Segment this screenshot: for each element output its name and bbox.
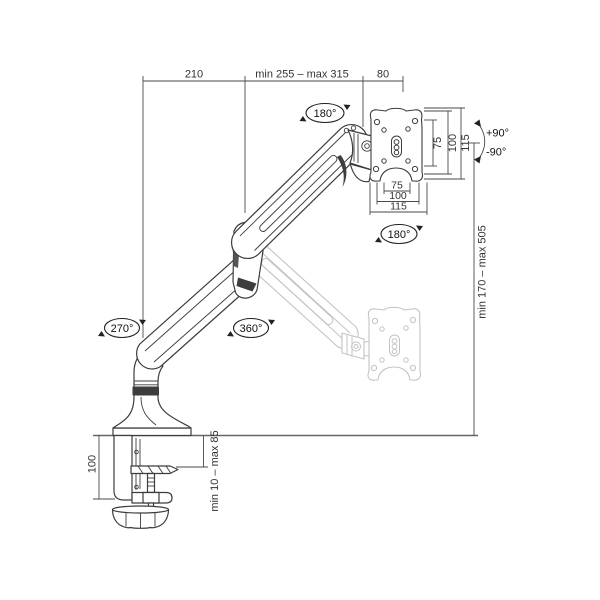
tilt-arrow-up-icon <box>474 119 481 127</box>
dim-head-offset-label: 80 <box>377 69 389 81</box>
base-column <box>112 348 192 429</box>
rotate-arrow-icon <box>227 331 234 337</box>
rotate-arrow-icon <box>98 331 105 337</box>
vesa-plate <box>369 107 424 182</box>
rotation-180-vesa-label: 180° <box>388 229 411 241</box>
rotation-badge-base: 270° <box>98 317 146 339</box>
rotation-badge-mid: 360° <box>227 317 275 339</box>
height-range-label: min 170 – max 505 <box>477 225 489 319</box>
height-range-dimension: min 170 – max 505 <box>468 142 489 436</box>
clamp-grip-label: min 10 – max 85 <box>209 430 221 511</box>
ghost-arm <box>231 231 422 381</box>
rotate-arrow-icon <box>343 104 351 110</box>
rotation-360-label: 360° <box>240 323 263 335</box>
rotation-badge-top: 180° <box>299 102 351 124</box>
rotation-180-top-label: 180° <box>314 108 337 120</box>
vesa-dim-75-horizontal: 75 <box>391 180 403 192</box>
rotate-arrow-icon <box>299 116 307 122</box>
vesa-vertical-dimensions: 75 100 115 <box>424 107 472 180</box>
rotation-badge-vesa: 180° <box>375 223 423 245</box>
vesa-dim-100-horizontal: 100 <box>389 190 407 202</box>
vesa-dim-115-horizontal: 115 <box>390 201 407 213</box>
ghost-vesa-plate <box>367 306 422 381</box>
upper-arm <box>230 123 369 260</box>
desk-clamp <box>111 427 192 529</box>
clamp-depth-label: 100 <box>87 455 99 473</box>
vesa-dim-115-vertical: 115 <box>460 134 472 152</box>
head-hinge <box>337 125 373 187</box>
vesa-dim-75-vertical: 75 <box>432 137 444 149</box>
vesa-horizontal-dimensions: 75 100 115 <box>369 180 428 215</box>
rotate-arrow-icon <box>416 225 423 231</box>
top-dimensions: 210 min 255 – max 315 80 <box>142 69 404 338</box>
rotate-arrow-icon <box>375 237 382 243</box>
clamp-knob <box>111 505 170 529</box>
dim-arm-reach-label: min 255 – max 315 <box>255 69 349 81</box>
rotation-270-label: 270° <box>111 323 134 335</box>
clamp-dimensions: 100 min 10 – max 85 <box>87 430 222 511</box>
clamp-pad <box>130 465 179 475</box>
dim-base-offset-label: 210 <box>185 69 203 81</box>
rotate-arrow-icon <box>268 319 275 325</box>
tilt-minus-90-label: -90° <box>486 147 506 159</box>
tilt-plus-90-label: +90° <box>486 128 509 140</box>
vesa-dim-100-vertical: 100 <box>447 134 459 152</box>
rotate-arrow-icon <box>139 319 146 325</box>
tilt-indicator: +90° -90° <box>474 119 509 164</box>
tilt-arrow-down-icon <box>474 156 481 164</box>
